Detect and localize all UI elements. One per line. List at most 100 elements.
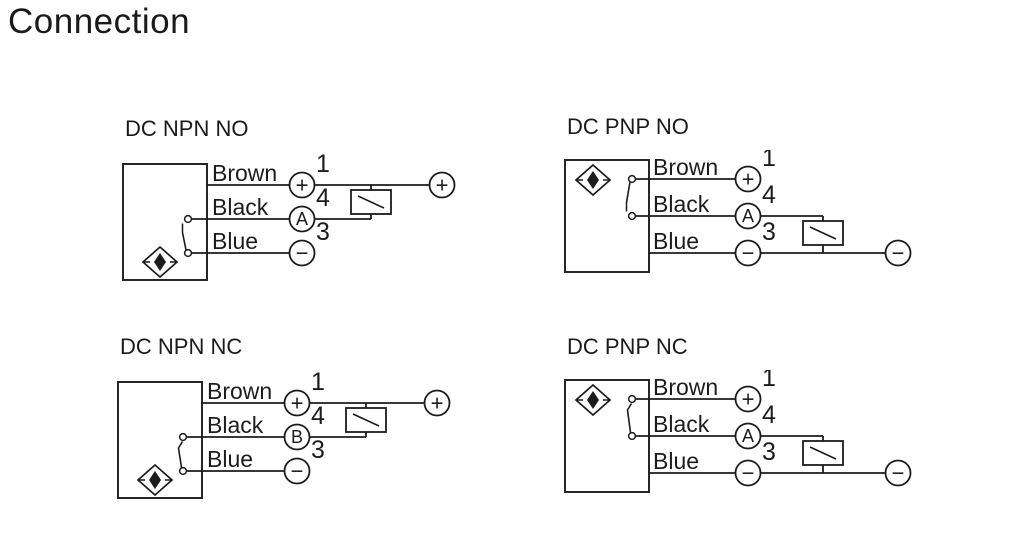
- terminal-ring-blue: [734, 239, 762, 267]
- load-diagonal: [809, 446, 837, 460]
- wire-label-brown: Brown: [653, 374, 718, 400]
- switch-contact-bottom: [183, 248, 193, 258]
- output-switch-nc: [626, 394, 637, 441]
- terminal-symbol-black: A: [742, 206, 754, 226]
- terminal-ring-blue: [288, 239, 316, 267]
- terminal-symbol-blue: −: [296, 241, 309, 266]
- supply-terminal-symbol: +: [436, 173, 449, 198]
- wire-label-brown: Brown: [207, 378, 272, 404]
- output-switch-no: [625, 174, 637, 221]
- proximity-sensor-icon: [574, 163, 612, 197]
- pin-number-4: 4: [762, 181, 776, 209]
- supply-terminal-ring: [428, 171, 456, 199]
- switch-contact-top: [627, 174, 637, 184]
- terminal-ring-brown: [283, 389, 311, 417]
- load-diagonal: [357, 195, 385, 209]
- terminal-symbol-blue: −: [742, 241, 755, 266]
- pin-number-1: 1: [316, 152, 330, 178]
- wire-label-black: Black: [207, 412, 264, 438]
- supply-terminal-symbol: −: [892, 241, 905, 266]
- switch-lever: [626, 403, 633, 433]
- terminal-ring-blue: [734, 459, 762, 487]
- pin-number-1: 1: [311, 370, 325, 396]
- switch-contact-bottom: [178, 466, 188, 476]
- proximity-sensor-icon: [141, 245, 179, 279]
- switch-lever: [181, 232, 187, 251]
- wire-label-black: Black: [653, 191, 710, 217]
- supply-terminal-symbol: +: [431, 391, 444, 416]
- load-diagonal: [352, 413, 380, 427]
- terminal-ring-brown: [288, 171, 316, 199]
- wire-label-blue: Blue: [207, 446, 253, 472]
- terminal-ring-black: [283, 423, 311, 451]
- supply-terminal-symbol: −: [892, 461, 905, 486]
- terminal-ring-brown: [734, 385, 762, 413]
- terminal-symbol-blue: −: [291, 459, 304, 484]
- load-symbol: [350, 185, 392, 219]
- switch-contact-top: [627, 394, 637, 404]
- switch-contact-top: [183, 214, 193, 224]
- switch-contact-bottom: [627, 431, 637, 441]
- wire-label-black: Black: [212, 194, 269, 220]
- pin-number-4: 4: [316, 184, 330, 212]
- terminal-ring-black: [734, 422, 762, 450]
- terminal-ring-blue: [283, 457, 311, 485]
- proximity-sensor-icon: [574, 383, 612, 417]
- diagram-title: DC PNP NC: [567, 334, 688, 359]
- pin-number-4: 4: [762, 401, 776, 429]
- pin-number-3: 3: [762, 438, 776, 466]
- terminal-symbol-black: A: [296, 209, 308, 229]
- supply-terminal-ring: [884, 239, 912, 267]
- terminal-symbol-brown: +: [742, 167, 755, 192]
- pin-number-3: 3: [311, 436, 325, 464]
- switch-lever: [625, 181, 631, 203]
- pin-number-4: 4: [311, 402, 325, 430]
- wire-label-blue: Blue: [653, 228, 699, 254]
- load-box: [802, 440, 844, 466]
- terminal-symbol-brown: +: [296, 173, 309, 198]
- wire-label-brown: Brown: [212, 160, 277, 186]
- diagram-title: DC PNP NO: [567, 114, 689, 139]
- terminal-ring-brown: [734, 165, 762, 193]
- supply-terminal-ring: [884, 459, 912, 487]
- diagram-title: DC NPN NC: [120, 334, 243, 359]
- terminal-ring-black: [288, 205, 316, 233]
- switch-lever: [177, 441, 184, 468]
- output-switch-no: [181, 214, 193, 258]
- sensor-box: [122, 163, 208, 281]
- switch-contact-bottom: [627, 211, 637, 221]
- terminal-ring-black: [734, 202, 762, 230]
- pin-number-1: 1: [762, 150, 776, 172]
- diagram-title: DC NPN NO: [125, 116, 249, 141]
- wire-label-blue: Blue: [653, 448, 699, 474]
- terminal-symbol-brown: +: [742, 387, 755, 412]
- pin-number-1: 1: [762, 370, 776, 392]
- sensor-box: [117, 381, 203, 499]
- wire-label-brown: Brown: [653, 154, 718, 180]
- pin-number-3: 3: [762, 218, 776, 246]
- output-switch-nc: [177, 432, 188, 476]
- page-title: Connection: [8, 2, 191, 41]
- wire-label-blue: Blue: [212, 228, 258, 254]
- wire-label-black: Black: [653, 411, 710, 437]
- terminal-symbol-blue: −: [742, 461, 755, 486]
- terminal-symbol-brown: +: [291, 391, 304, 416]
- load-symbol: [802, 216, 844, 253]
- pin-number-3: 3: [316, 218, 330, 246]
- load-symbol: [802, 436, 844, 473]
- proximity-sensor-icon: [136, 463, 174, 497]
- load-symbol: [345, 403, 387, 437]
- supply-terminal-ring: [423, 389, 451, 417]
